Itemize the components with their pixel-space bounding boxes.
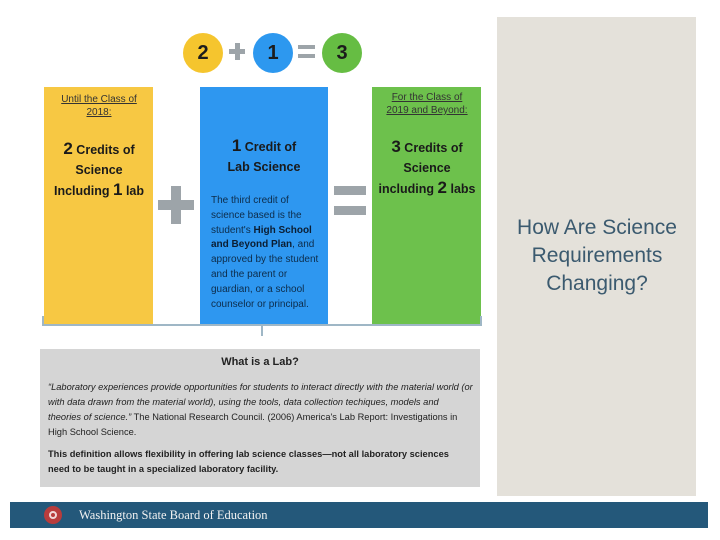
blue-credit-label: Credit of (241, 140, 297, 154)
equation-circle-1: 1 (253, 33, 293, 73)
plus-icon-vertical (171, 186, 181, 224)
green-box-header: For the Class of 2019 and Beyond: (386, 92, 468, 116)
yellow-requirement-box (44, 87, 153, 325)
bracket-divider (42, 316, 482, 326)
green-credit-number: 3 (391, 137, 401, 156)
lab-quote-citation: The National Research Council. (2006) Am… (48, 412, 458, 437)
green-lab-post: labs (447, 182, 476, 196)
green-science-label: Science (403, 161, 451, 175)
lab-definition-box (40, 349, 480, 487)
yellow-credit-number: 2 (63, 139, 73, 158)
seal-logo-icon (44, 506, 62, 524)
equals-icon-lower (334, 206, 366, 215)
yellow-box-credits: 2 Credits of Science Including 1 lab (46, 139, 152, 201)
green-box-credits: 3 Credits of Science including 2 labs (374, 137, 480, 199)
equals-icon-small (298, 45, 315, 49)
equation-circle-2: 2 (183, 33, 223, 73)
footer-bar (10, 502, 708, 528)
equals-icon-small-lower (298, 54, 315, 58)
yellow-credit-label: Credits of (72, 143, 135, 157)
bracket-stem (261, 326, 263, 336)
green-lab-number: 2 (437, 178, 447, 197)
blue-box-credits: 1 Credit of Lab Science (200, 136, 328, 177)
blue-lab-science-label: Lab Science (227, 160, 301, 174)
equation-circle-3: 3 (322, 33, 362, 73)
green-lab-pre: including (378, 182, 438, 196)
green-requirement-box (372, 87, 481, 325)
yellow-lab-number: 1 (113, 180, 123, 199)
blue-credit-number: 1 (231, 136, 242, 155)
green-credit-label: Credits of (400, 141, 463, 155)
lab-quote-italic: “Laboratory experiences provide opportun… (48, 382, 473, 422)
slide-title: How Are Science Requirements Changing? (517, 216, 677, 295)
lab-title: What is a Lab? (221, 356, 299, 368)
yellow-box-header: Until the Class of 2018: (61, 94, 137, 118)
yellow-lab-pre: Including (53, 184, 113, 198)
equals-icon (334, 186, 366, 195)
blue-body-text-2: , and approved by the student and the pa… (211, 239, 319, 310)
blue-box-description: The third credit of science based is the… (211, 194, 323, 312)
title-panel (497, 17, 696, 496)
yellow-lab-post: lab (122, 184, 145, 198)
plus-icon-small-vertical (235, 43, 240, 60)
blue-requirement-box (200, 87, 328, 325)
blue-body-text-1: The third credit of science based is the… (211, 195, 302, 236)
footer-org-name: Washington State Board of Education (79, 508, 268, 522)
blue-body-bold: High School and Beyond Plan (211, 224, 312, 251)
yellow-science-label: Science (75, 163, 123, 177)
lab-definition: This definition allows flexibility in of… (48, 449, 449, 474)
lab-quote: “Laboratory experiences provide opportun… (48, 380, 473, 440)
